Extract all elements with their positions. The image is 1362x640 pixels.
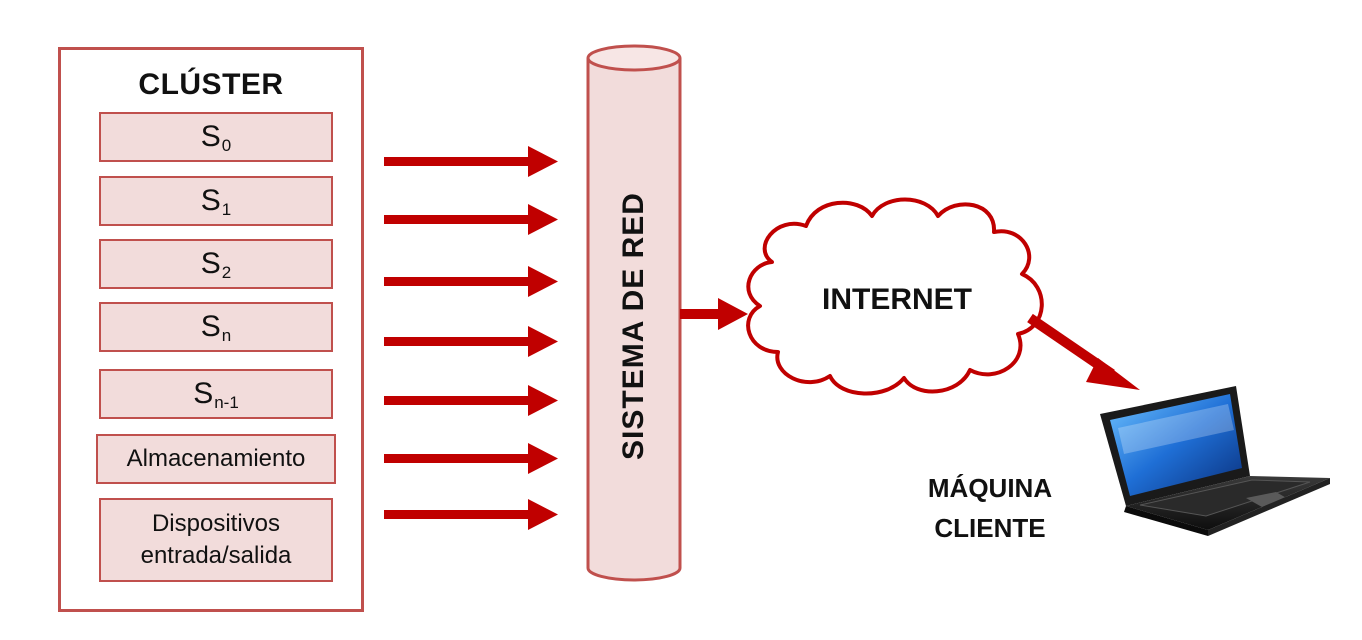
arrow-s2 [384, 266, 558, 297]
arrow-storage [384, 443, 558, 474]
arrow-sn-1 [384, 385, 558, 416]
io-label-line2: entrada/salida [140, 542, 292, 569]
server-subscript: 0 [221, 136, 232, 155]
internet-cloud [746, 197, 1044, 396]
server-label: S [200, 184, 221, 217]
server-label: S [193, 377, 214, 410]
network-cylinder [586, 44, 682, 582]
network-system-label: SISTEMA DE RED [617, 192, 650, 460]
arrow-s0 [384, 146, 558, 177]
arrow-sn [384, 326, 558, 357]
storage-label: Almacenamiento [126, 444, 306, 472]
arrow-s1 [384, 204, 558, 235]
client-machine-label: MÁQUINA CLIENTE [890, 468, 1090, 548]
server-subscript: 1 [221, 200, 232, 219]
client-label-line2: CLIENTE [934, 513, 1046, 543]
client-label-line1: MÁQUINA [927, 473, 1053, 503]
internet-label: INTERNET [822, 283, 972, 316]
io-devices-node: Dispositivos entrada/salida [99, 498, 333, 582]
arrow-io [384, 499, 558, 530]
server-label: S [200, 247, 221, 280]
server-subscript: 2 [221, 263, 232, 282]
arrow-network-internet [680, 298, 748, 330]
server-subscript: n-1 [214, 393, 239, 412]
cluster-title: CLÚSTER [138, 68, 284, 101]
storage-node: Almacenamiento [96, 434, 336, 484]
arrow-internet-client [1027, 313, 1140, 390]
laptop-icon [1100, 386, 1330, 536]
server-label: S [200, 310, 221, 343]
server-subscript: n [221, 326, 232, 345]
server-label: S [200, 120, 221, 153]
io-label-line1: Dispositivos [151, 509, 281, 537]
